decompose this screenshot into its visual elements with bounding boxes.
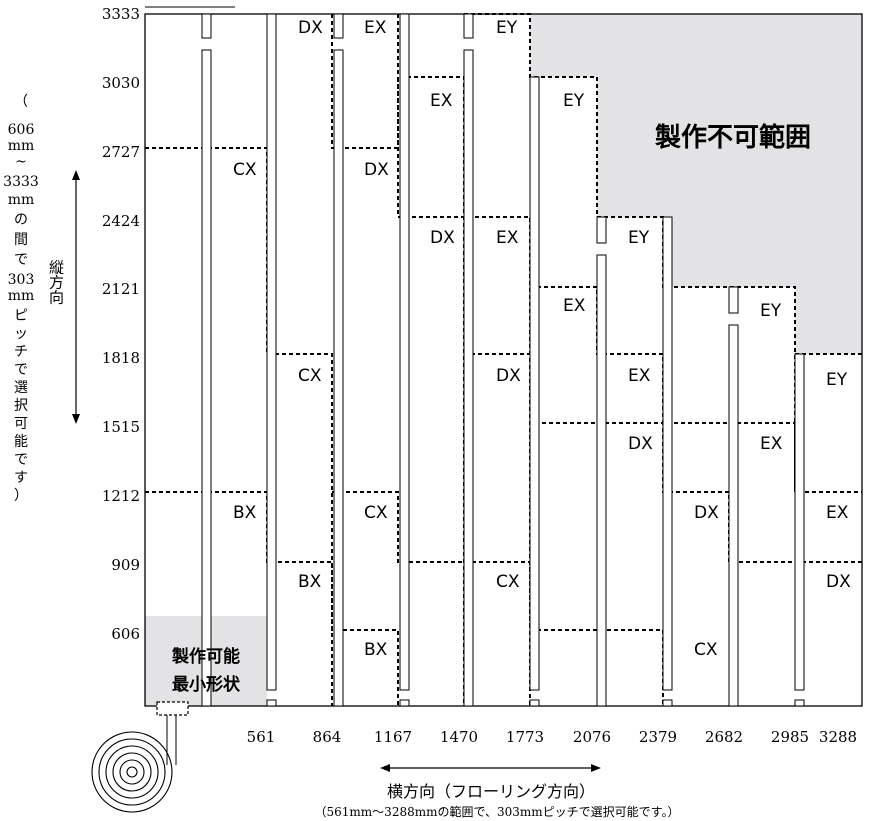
grid-label: EY [760,301,782,321]
grid-label: EY [563,91,585,111]
grid-label: BX [364,640,388,660]
not-producible-zone [530,14,862,354]
vertical-note-line: で [14,452,28,468]
vertical-note-line: す [14,470,28,486]
x-tick-label: 1773 [506,728,544,746]
vertical-note-line: mm [8,192,35,208]
vertical-note-line: mm [8,138,35,154]
pipe-slots [201,13,805,707]
y-tick-label: 2727 [102,143,140,161]
vertical-note-line: 間 [14,232,28,248]
vertical-note-line: 択 [14,398,28,414]
grid-label: EX [430,91,453,111]
grid-label: DX [298,18,323,38]
x-tick-label: 2379 [639,728,677,746]
horizontal-arrow [380,764,601,772]
vertical-note-line: チ [14,344,28,360]
min-shape-label-line1: 製作可能 [171,646,240,667]
grid-label: EX [826,503,849,523]
y-tick-label: 1818 [102,349,140,367]
boundary-dx [331,14,465,706]
horizontal-axis-label: 横方向（フローリング方向） [387,782,595,801]
grid-label: DX [628,434,653,454]
grid-label: CX [233,160,257,180]
vertical-note-line: 能 [14,434,28,450]
not-producible-label: 製作不可範囲 [655,122,811,153]
grid-label: BX [298,572,322,592]
y-tick-label: 3333 [102,5,140,23]
vertical-arrow [72,170,80,424]
vertical-axis-note: （ 606 mm ~ 3333 mm の 間 で 303 mm ピ ッ チ で … [3,94,39,504]
grid-label: CX [298,366,322,386]
x-tick-label: 1470 [440,728,478,746]
y-tick-labels: 3333 3030 2727 2424 2121 1818 1515 1212 … [102,5,140,643]
grid-label: EY [628,228,650,248]
x-tick-label: 561 [247,728,276,746]
vertical-axis-label-text: 縦方向 [47,260,65,305]
y-tick-label: 606 [111,625,140,643]
grid-label: CX [694,640,718,660]
grid-label: DX [694,503,719,523]
grid-label: EY [496,18,518,38]
grid-label: EX [563,296,586,316]
vertical-note-line: mm [8,288,35,304]
y-tick-label: 1212 [102,487,140,505]
min-shape-label-line2: 最小形状 [172,674,241,695]
y-tick-label: 1515 [102,418,140,436]
grid-label: CX [496,572,520,592]
vertical-note-line: で [14,252,28,268]
vertical-note-line: 303 [8,272,35,288]
x-tick-labels: 561 864 1167 1470 1773 2076 2379 2682 29… [247,728,857,746]
vertical-note-line: 可 [14,416,28,432]
vertical-note-line: （ [14,94,28,110]
vertical-note-line: ピ [14,308,28,324]
x-tick-label: 2985 [771,728,809,746]
plot-frame [144,13,863,707]
grid-label: DX [430,228,455,248]
grid-label: EY [826,370,848,390]
coil-icon [91,731,173,813]
y-tick-label: 909 [111,556,140,574]
vertical-note-line: ~ [15,154,27,170]
vertical-note-line: ） [14,488,28,504]
grid-label: EX [628,366,651,386]
min-shape-header-box [156,701,189,716]
x-tick-label: 864 [313,728,342,746]
vertical-note-line: 606 [8,122,35,138]
grid-label: EX [496,228,519,248]
boundary-cx2 [332,491,664,706]
vertical-note-line: ッ [14,326,28,342]
x-tick-label: 1167 [374,728,412,746]
grid-label: BX [233,503,257,523]
vertical-note-line: の [14,212,28,228]
x-tick-label: 2076 [573,728,611,746]
grid-label: DX [826,572,851,592]
vertical-note-line: 3333 [3,174,39,190]
grid-label: CX [364,503,388,523]
grid-label: EX [364,18,387,38]
x-tick-label: 3288 [819,728,857,746]
grid-label: DX [364,160,389,180]
y-tick-label: 2121 [102,280,140,298]
grid-label: DX [496,366,521,386]
vertical-axis-label: 縦方向 [47,260,65,305]
y-tick-label: 3030 [102,74,140,92]
x-tick-label: 2682 [705,728,743,746]
grid-label: EX [760,434,783,454]
y-tick-label: 2424 [102,212,140,230]
grid-labels: DX EX EY EX EY CX DX DX EX EY EX EY CX D… [233,18,851,660]
vertical-note-line: で [14,362,28,378]
horizontal-axis-note: （561mm～3288mmの範囲で、303mmピッチで選択可能です。） [315,804,680,819]
vertical-note-line: 選 [14,380,28,396]
